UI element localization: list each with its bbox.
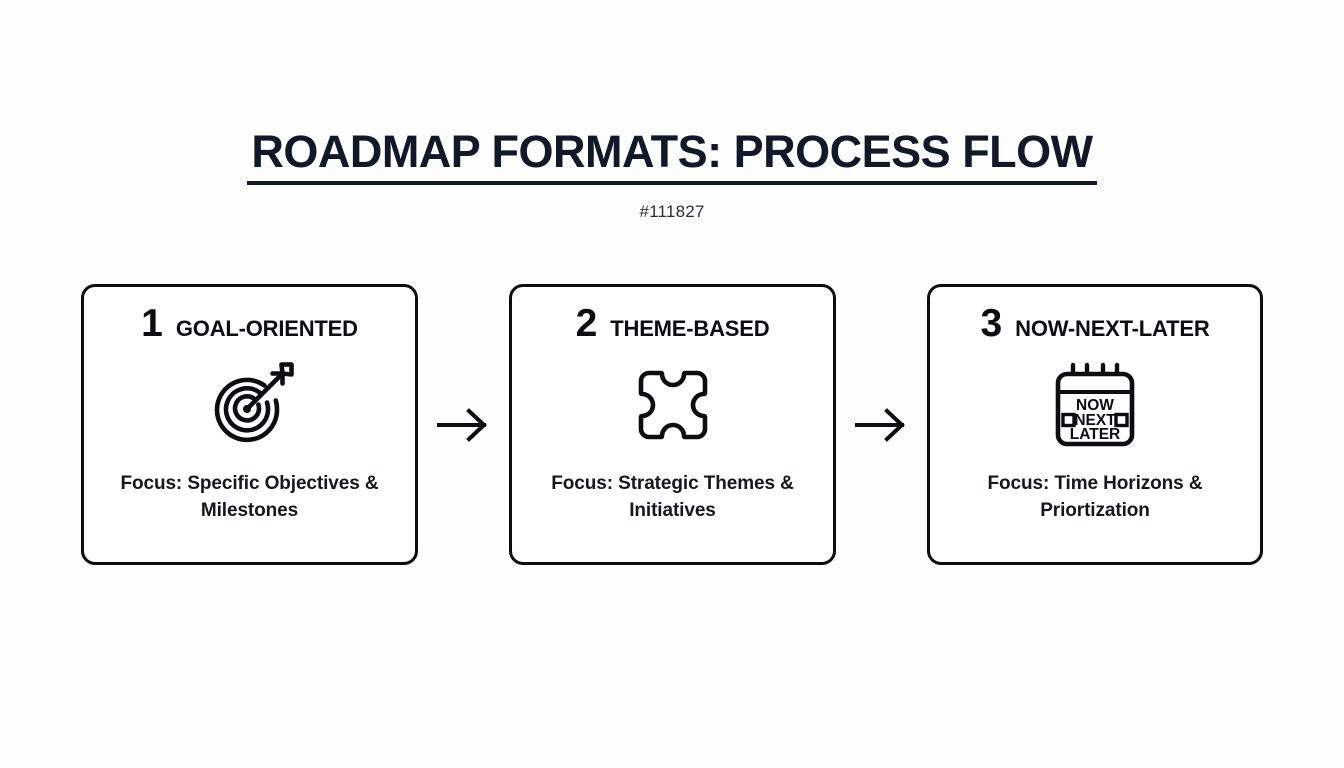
calendar-label-now: NOW <box>1076 397 1114 414</box>
step-title: THEME-BASED <box>610 316 770 341</box>
calendar-label-next: NEXT <box>1074 412 1116 429</box>
calendar-icon: NOW NEXT LATER <box>1049 357 1141 453</box>
step-number: 3 <box>980 302 1002 345</box>
process-flow-row: 1 GOAL-ORIENTED <box>81 284 1263 565</box>
flow-step-card-3[interactable]: 3 NOW-NEXT-LATER NOW NEXT <box>927 284 1263 565</box>
card-header: 1 GOAL-ORIENTED <box>84 304 415 343</box>
step-focus-text: Focus: Strategic Themes & Initiatives <box>551 473 794 521</box>
flow-arrow-2 <box>853 403 911 447</box>
step-number: 1 <box>141 302 163 345</box>
step-focus-text: Focus: Time Horizons & Priortization <box>987 473 1203 521</box>
step-title: NOW-NEXT-LATER <box>1015 316 1210 341</box>
flow-step-card-1[interactable]: 1 GOAL-ORIENTED <box>81 284 418 565</box>
card-header: 3 NOW-NEXT-LATER <box>930 304 1260 343</box>
page-title: ROADMAP FORMATS: PROCESS FLOW <box>247 128 1097 186</box>
step-number: 2 <box>575 302 598 345</box>
step-title: GOAL-ORIENTED <box>175 316 358 341</box>
flow-step-card-2[interactable]: 2 THEME-BASED Focus: Strategic Themes & … <box>509 284 836 565</box>
puzzle-piece-icon <box>629 357 717 453</box>
flow-arrow-1 <box>435 403 493 447</box>
slide-header: ROADMAP FORMATS: PROCESS FLOW #111827 <box>0 128 1344 222</box>
page-subtitle: #111827 <box>639 202 705 222</box>
target-icon <box>202 357 298 453</box>
card-header: 2 THEME-BASED <box>512 304 833 343</box>
step-focus-text: Focus: Specific Objectives & Milestones <box>120 473 379 521</box>
calendar-label-later: LATER <box>1070 426 1121 443</box>
